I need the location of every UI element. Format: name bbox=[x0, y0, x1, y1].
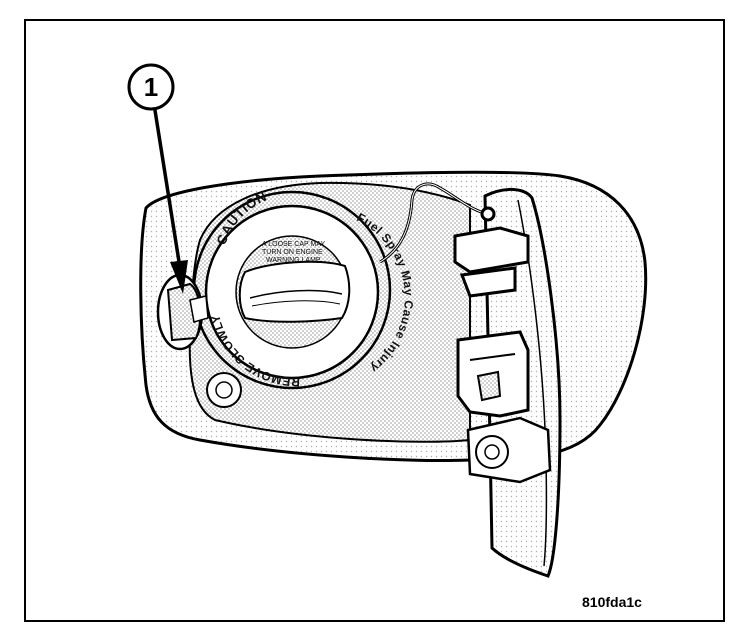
callout-bubble bbox=[127, 63, 175, 111]
callout-number: 1 bbox=[144, 72, 158, 102]
figure-id-label: 810fda1c bbox=[582, 594, 642, 610]
callout-arrowhead bbox=[170, 260, 188, 294]
cap-warning-line-2: TURN ON ENGINE bbox=[262, 249, 323, 256]
callout-leader-line bbox=[152, 103, 182, 269]
door-hinge bbox=[453, 206, 530, 418]
cap-warning-line-3: WARNING LAMP bbox=[266, 257, 321, 264]
cap-warning-line-1: A LOOSE CAP MAY bbox=[262, 241, 325, 248]
cap-grip bbox=[238, 260, 351, 323]
